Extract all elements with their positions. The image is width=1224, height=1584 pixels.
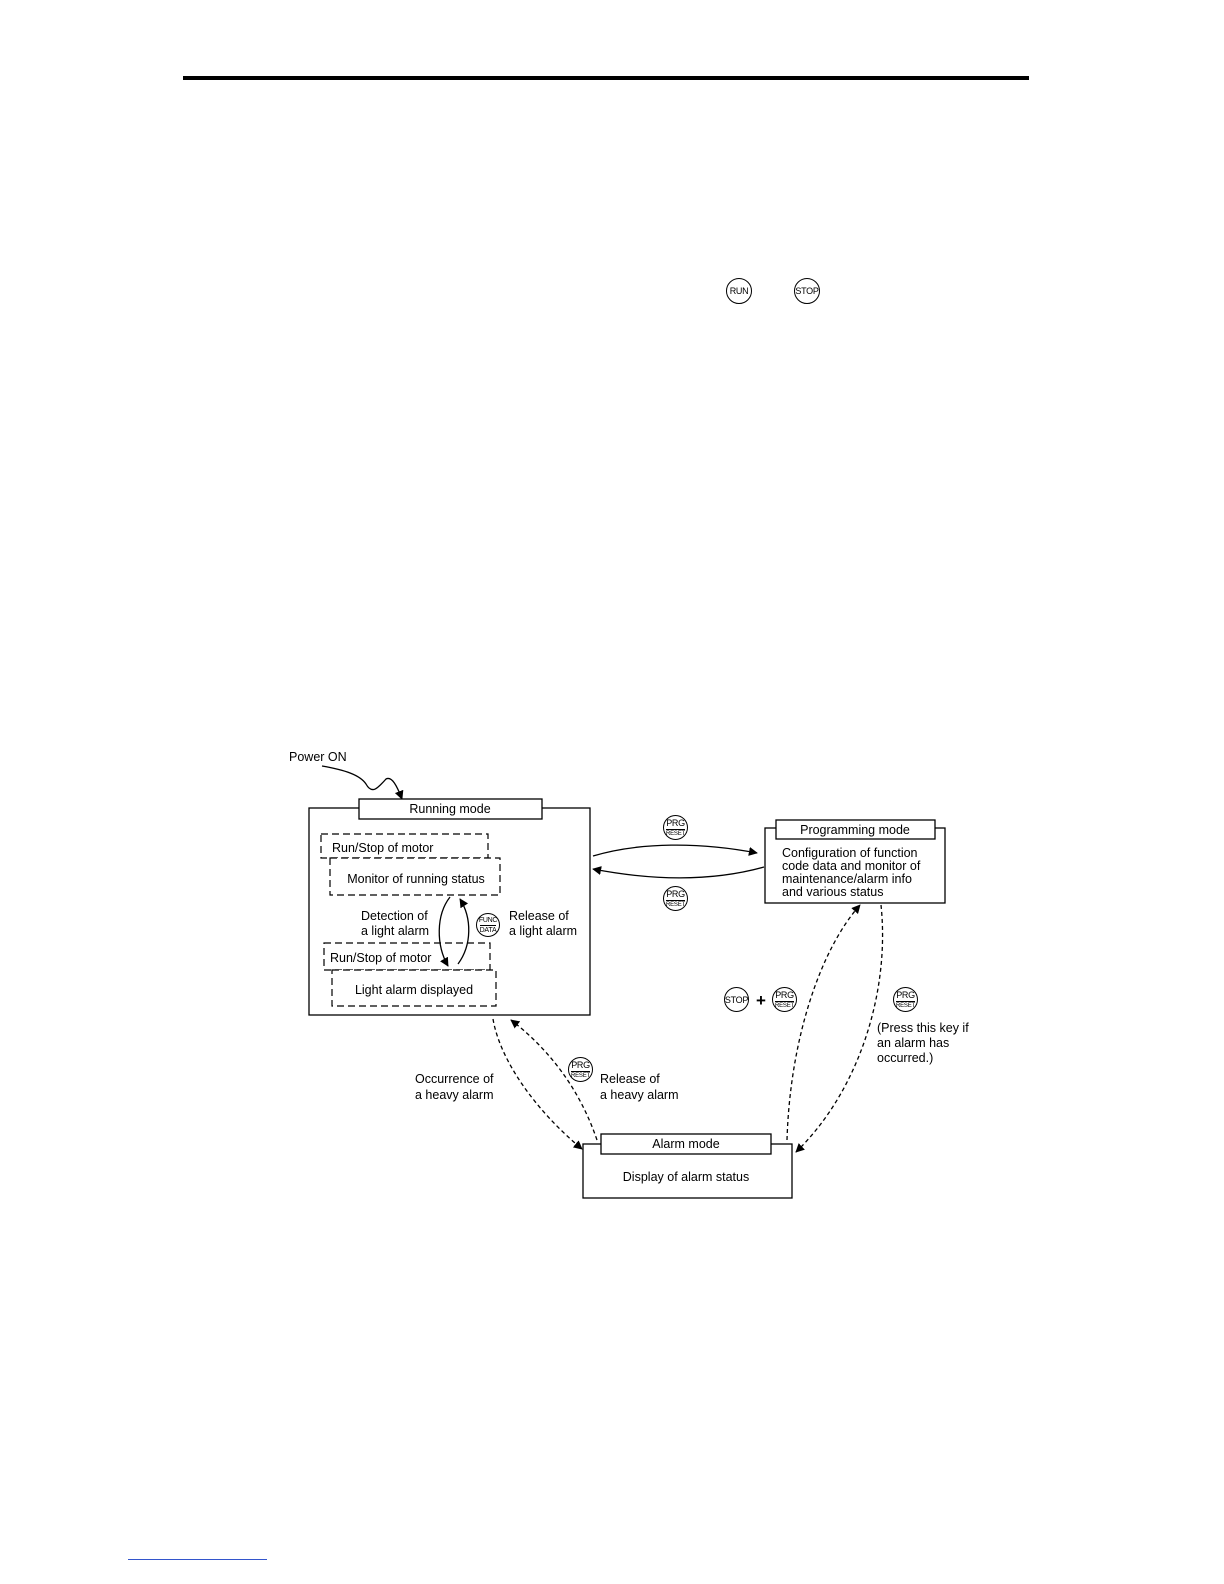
prg-reset-key-icon-note: PRG RESET xyxy=(893,987,918,1012)
to-alarm-from-programming-arrow xyxy=(795,904,884,1153)
press-note-line-2: an alarm has xyxy=(877,1036,949,1050)
press-note-line-1: (Press this key if xyxy=(877,1021,969,1035)
occurrence-heavy-arrow xyxy=(492,1018,583,1150)
detection-line-2: a light alarm xyxy=(361,924,429,938)
light-alarm-label: Light alarm displayed xyxy=(355,983,473,997)
occurrence-line-1: Occurrence of xyxy=(415,1072,494,1086)
detection-line-1: Detection of xyxy=(361,909,428,923)
stop-key-icon: STOP xyxy=(794,278,820,304)
monitor-box xyxy=(329,857,501,896)
running-mode-title: Running mode xyxy=(409,802,490,816)
programming-mode-title: Programming mode xyxy=(800,823,910,837)
programming-body-line-3: maintenance/alarm info xyxy=(782,872,912,886)
stop-key-icon-diagram: STOP xyxy=(724,987,749,1012)
prg-reset-key-icon-top: PRG RESET xyxy=(663,815,688,840)
release-light-arrow xyxy=(457,898,470,965)
func-data-key-icon: FUNC DATA xyxy=(476,913,500,937)
release-light-line-2: a light alarm xyxy=(509,924,577,938)
to-programming-from-alarm-arrow xyxy=(786,904,861,1141)
programming-mode-title-box xyxy=(775,819,936,840)
run-stop-label-2: Run/Stop of motor xyxy=(330,951,431,965)
running-mode-title-box xyxy=(358,798,543,820)
run-stop-label-1: Run/Stop of motor xyxy=(332,841,433,855)
prg-reset-key-icon-heavy: PRG RESET xyxy=(568,1057,593,1082)
release-heavy-line-1: Release of xyxy=(600,1072,660,1086)
power-on-label: Power ON xyxy=(289,750,347,764)
programming-body-line-2: code data and monitor of xyxy=(782,859,921,873)
occurrence-line-2: a heavy alarm xyxy=(415,1088,494,1102)
programming-body-line-1: Configuration of function xyxy=(782,846,918,860)
prg-reset-key-icon-combo: PRG RESET xyxy=(772,987,797,1012)
alarm-mode-title-box xyxy=(600,1133,772,1155)
footnote-rule xyxy=(128,1559,267,1560)
detection-arrow xyxy=(438,896,451,967)
to-programming-arrow xyxy=(592,844,758,857)
light-alarm-box xyxy=(331,969,497,1007)
monitor-label: Monitor of running status xyxy=(347,872,485,886)
release-heavy-line-2: a heavy alarm xyxy=(600,1088,679,1102)
plus-sign: + xyxy=(756,991,766,1010)
run-key-icon: RUN xyxy=(726,278,752,304)
power-on-arrow xyxy=(321,765,404,800)
release-light-line-1: Release of xyxy=(509,909,569,923)
press-note-line-3: occurred.) xyxy=(877,1051,933,1065)
alarm-mode-body: Display of alarm status xyxy=(623,1170,749,1184)
to-running-arrow xyxy=(592,866,765,879)
run-stop-box-1 xyxy=(320,833,489,859)
alarm-mode-title: Alarm mode xyxy=(652,1137,719,1151)
prg-reset-key-icon-bottom: PRG RESET xyxy=(663,886,688,911)
header-rule xyxy=(183,76,1029,80)
programming-body-line-4: and various status xyxy=(782,885,883,899)
